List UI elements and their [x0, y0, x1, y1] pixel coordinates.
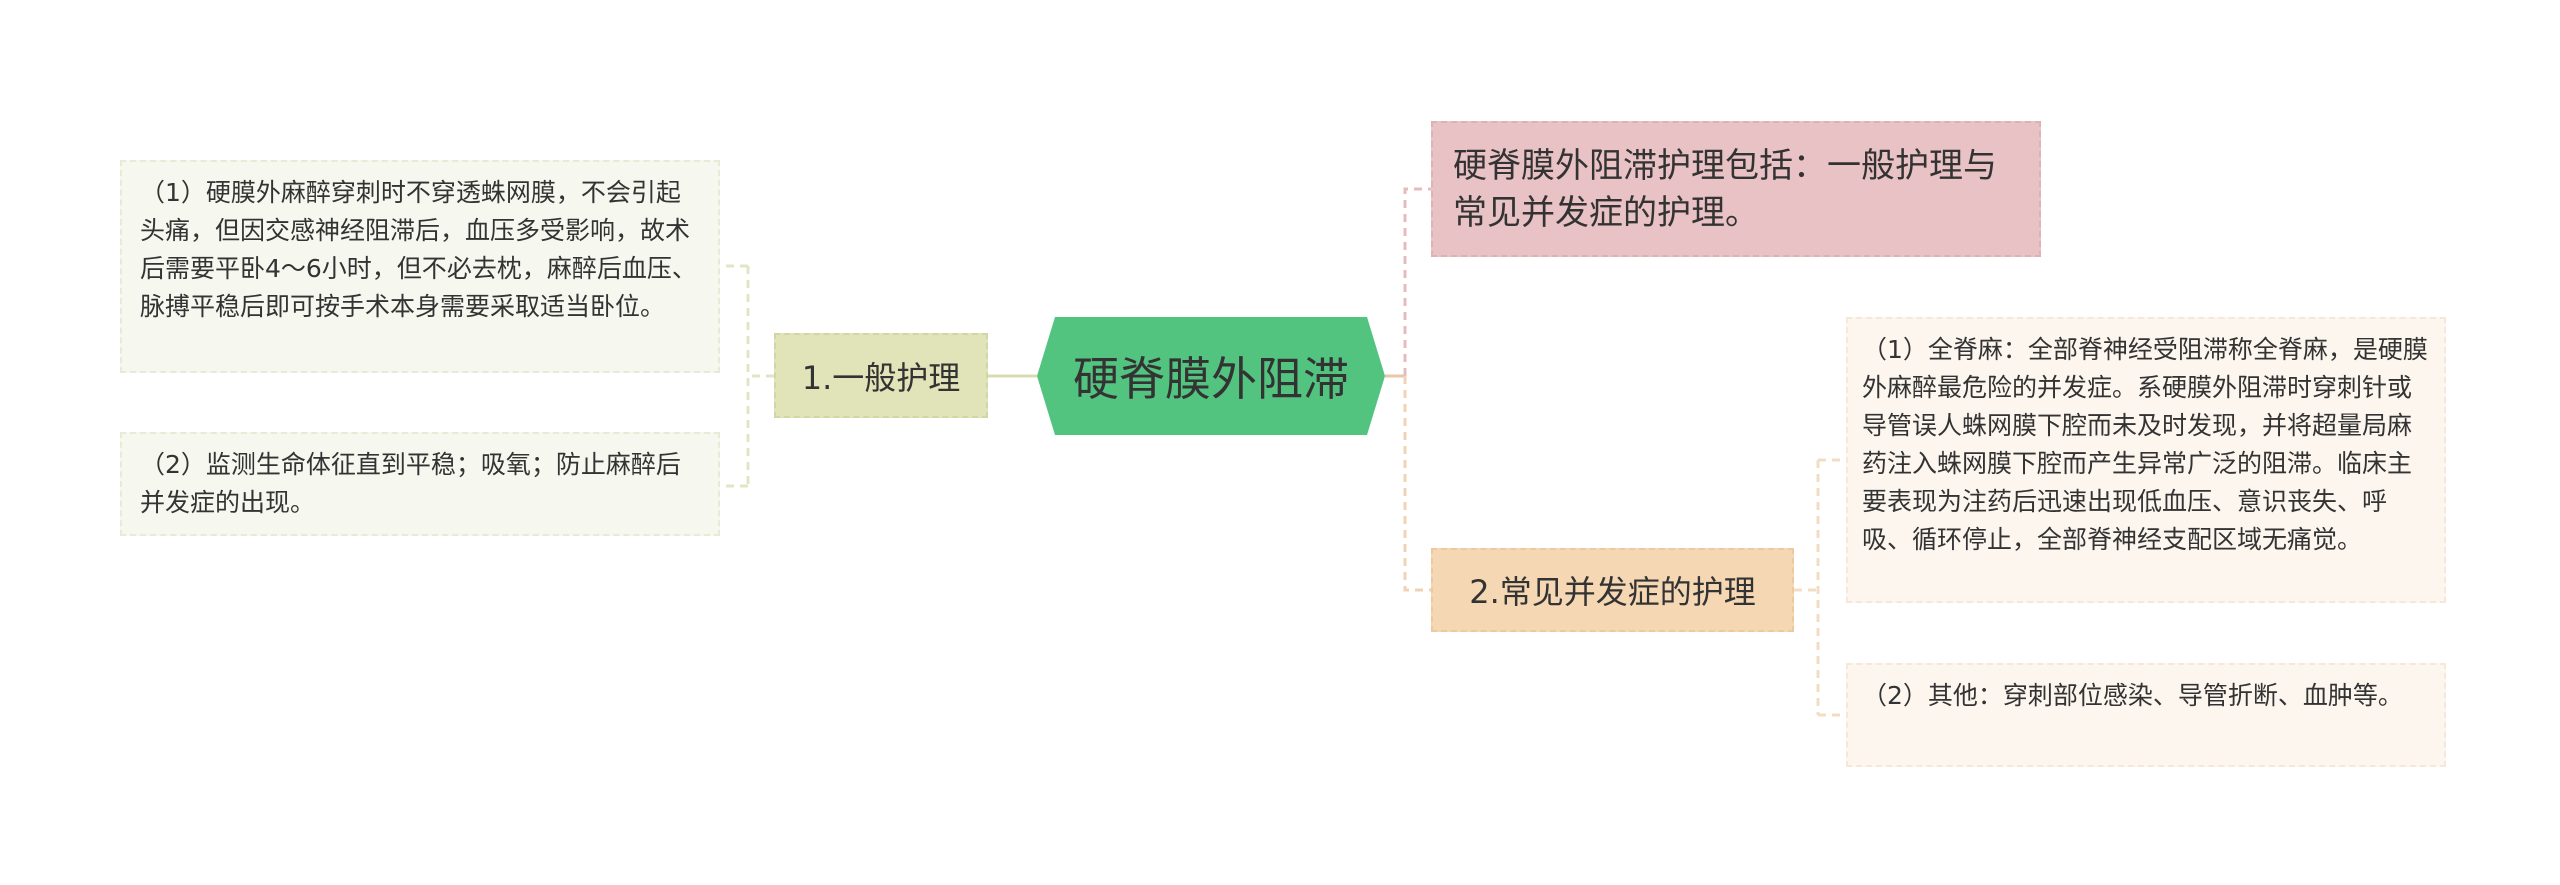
leaf-complications-1[interactable]: （1）全脊麻：全部脊神经受阻滞称全脊麻，是硬膜外麻醉最危险的并发症。系硬膜外阻滞…	[1846, 317, 2446, 603]
central-topic[interactable]: 硬脊膜外阻滞	[1037, 317, 1385, 435]
leaf-general-care-2[interactable]: （2）监测生命体征直到平稳；吸氧；防止麻醉后并发症的出现。	[120, 432, 720, 536]
connector-right-leaves	[1794, 458, 1846, 717]
leaf-general-care-1[interactable]: （1）硬膜外麻醉穿刺时不穿透蛛网膜，不会引起头痛，但因交感神经阻滞后，血压多受影…	[120, 160, 720, 373]
leaf-complications-1-text: （1）全脊麻：全部脊神经受阻滞称全脊麻，是硬膜外麻醉最危险的并发症。系硬膜外阻滞…	[1862, 335, 2428, 554]
leaf-general-care-1-text: （1）硬膜外麻醉穿刺时不穿透蛛网膜，不会引起头痛，但因交感神经阻滞后，血压多受影…	[140, 178, 697, 321]
connector-left-leaves	[720, 264, 774, 488]
branch-complications-care-label: 2.常见并发症的护理	[1469, 573, 1756, 611]
branch-general-care[interactable]: 1.一般护理	[774, 333, 988, 418]
central-topic-label: 硬脊膜外阻滞	[1073, 352, 1349, 406]
branch-general-care-label: 1.一般护理	[801, 358, 961, 397]
leaf-complications-2-text: （2）其他：穿刺部位感染、导管折断、血肿等。	[1862, 681, 2403, 710]
connector-right-top	[1403, 187, 1431, 376]
leaf-general-care-2-text: （2）监测生命体征直到平稳；吸氧；防止麻醉后并发症的出现。	[140, 450, 681, 517]
connector-right-bottom	[1403, 376, 1431, 592]
leaf-complications-2[interactable]: （2）其他：穿刺部位感染、导管折断、血肿等。	[1846, 663, 2446, 767]
branch-summary[interactable]: 硬脊膜外阻滞护理包括：一般护理与常见并发症的护理。	[1431, 121, 2041, 257]
branch-complications-care[interactable]: 2.常见并发症的护理	[1431, 548, 1794, 632]
branch-summary-label: 硬脊膜外阻滞护理包括：一般护理与常见并发症的护理。	[1453, 146, 1997, 233]
